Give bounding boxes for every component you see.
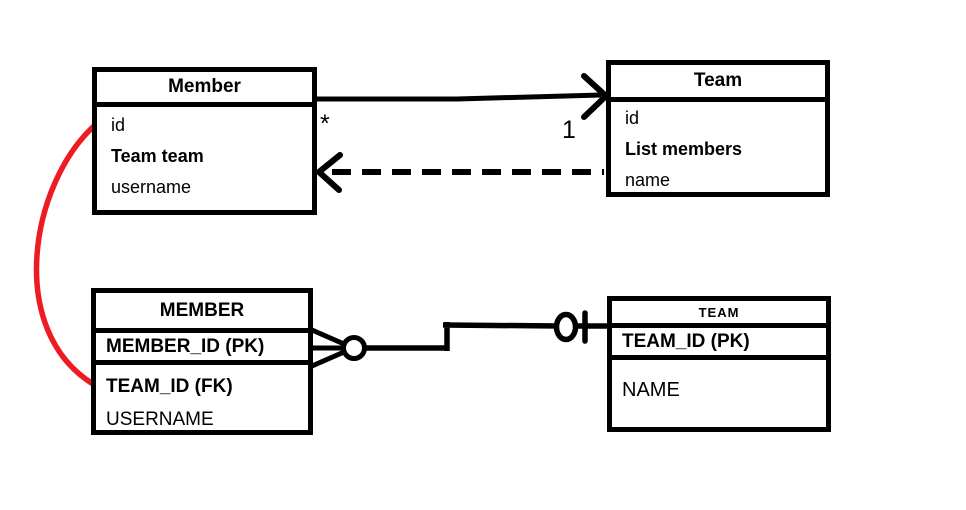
erd-team-name-row: NAME — [622, 379, 680, 401]
erd-team-pk-row: TEAM_ID (PK) — [612, 328, 826, 360]
uml-team-field-name: name — [625, 170, 671, 190]
erd-member-fk-row: TEAM_ID (FK) — [106, 376, 233, 397]
uml-member-field-team: Team team — [111, 146, 204, 166]
field-mapping-curve — [33, 123, 97, 387]
uml-class-team: Team id List members name — [606, 60, 830, 197]
uml-member-fields: id Team team username — [97, 107, 312, 203]
uml-team-fields: id List members name — [611, 102, 825, 196]
uml-team-field-members: List members — [625, 139, 743, 159]
uml-member-field-username: username — [111, 177, 192, 197]
erd-member-username-row: USERNAME — [106, 409, 214, 430]
uml-class-member: Member id Team team username — [92, 67, 317, 215]
erd-relationship-line — [365, 322, 561, 351]
erd-member-columns: TEAM_ID (FK) USERNAME — [96, 365, 308, 436]
association-many-label: * — [320, 110, 330, 138]
erd-member-pk-row: MEMBER_ID (PK) — [96, 333, 308, 365]
erd-team-columns: NAME — [612, 360, 826, 407]
dependency-arrowhead-icon — [316, 152, 343, 193]
uml-member-field-id: id — [111, 115, 126, 135]
uml-team-field-id: id — [625, 108, 640, 128]
optionality-ring-icon — [553, 311, 579, 343]
erd-member-title: MEMBER — [96, 293, 308, 333]
erd-team-title: TEAM — [612, 301, 826, 328]
association-line — [317, 92, 602, 102]
optionality-ring-icon — [341, 335, 367, 361]
erd-table-member: MEMBER MEMBER_ID (PK) TEAM_ID (FK) USERN… — [91, 288, 313, 435]
association-one-label: 1 — [562, 116, 576, 144]
uml-member-title: Member — [97, 72, 312, 107]
uml-team-title: Team — [611, 65, 825, 102]
crows-foot-many-icon — [309, 327, 347, 369]
erd-table-team: TEAM TEAM_ID (PK) NAME — [607, 296, 831, 432]
